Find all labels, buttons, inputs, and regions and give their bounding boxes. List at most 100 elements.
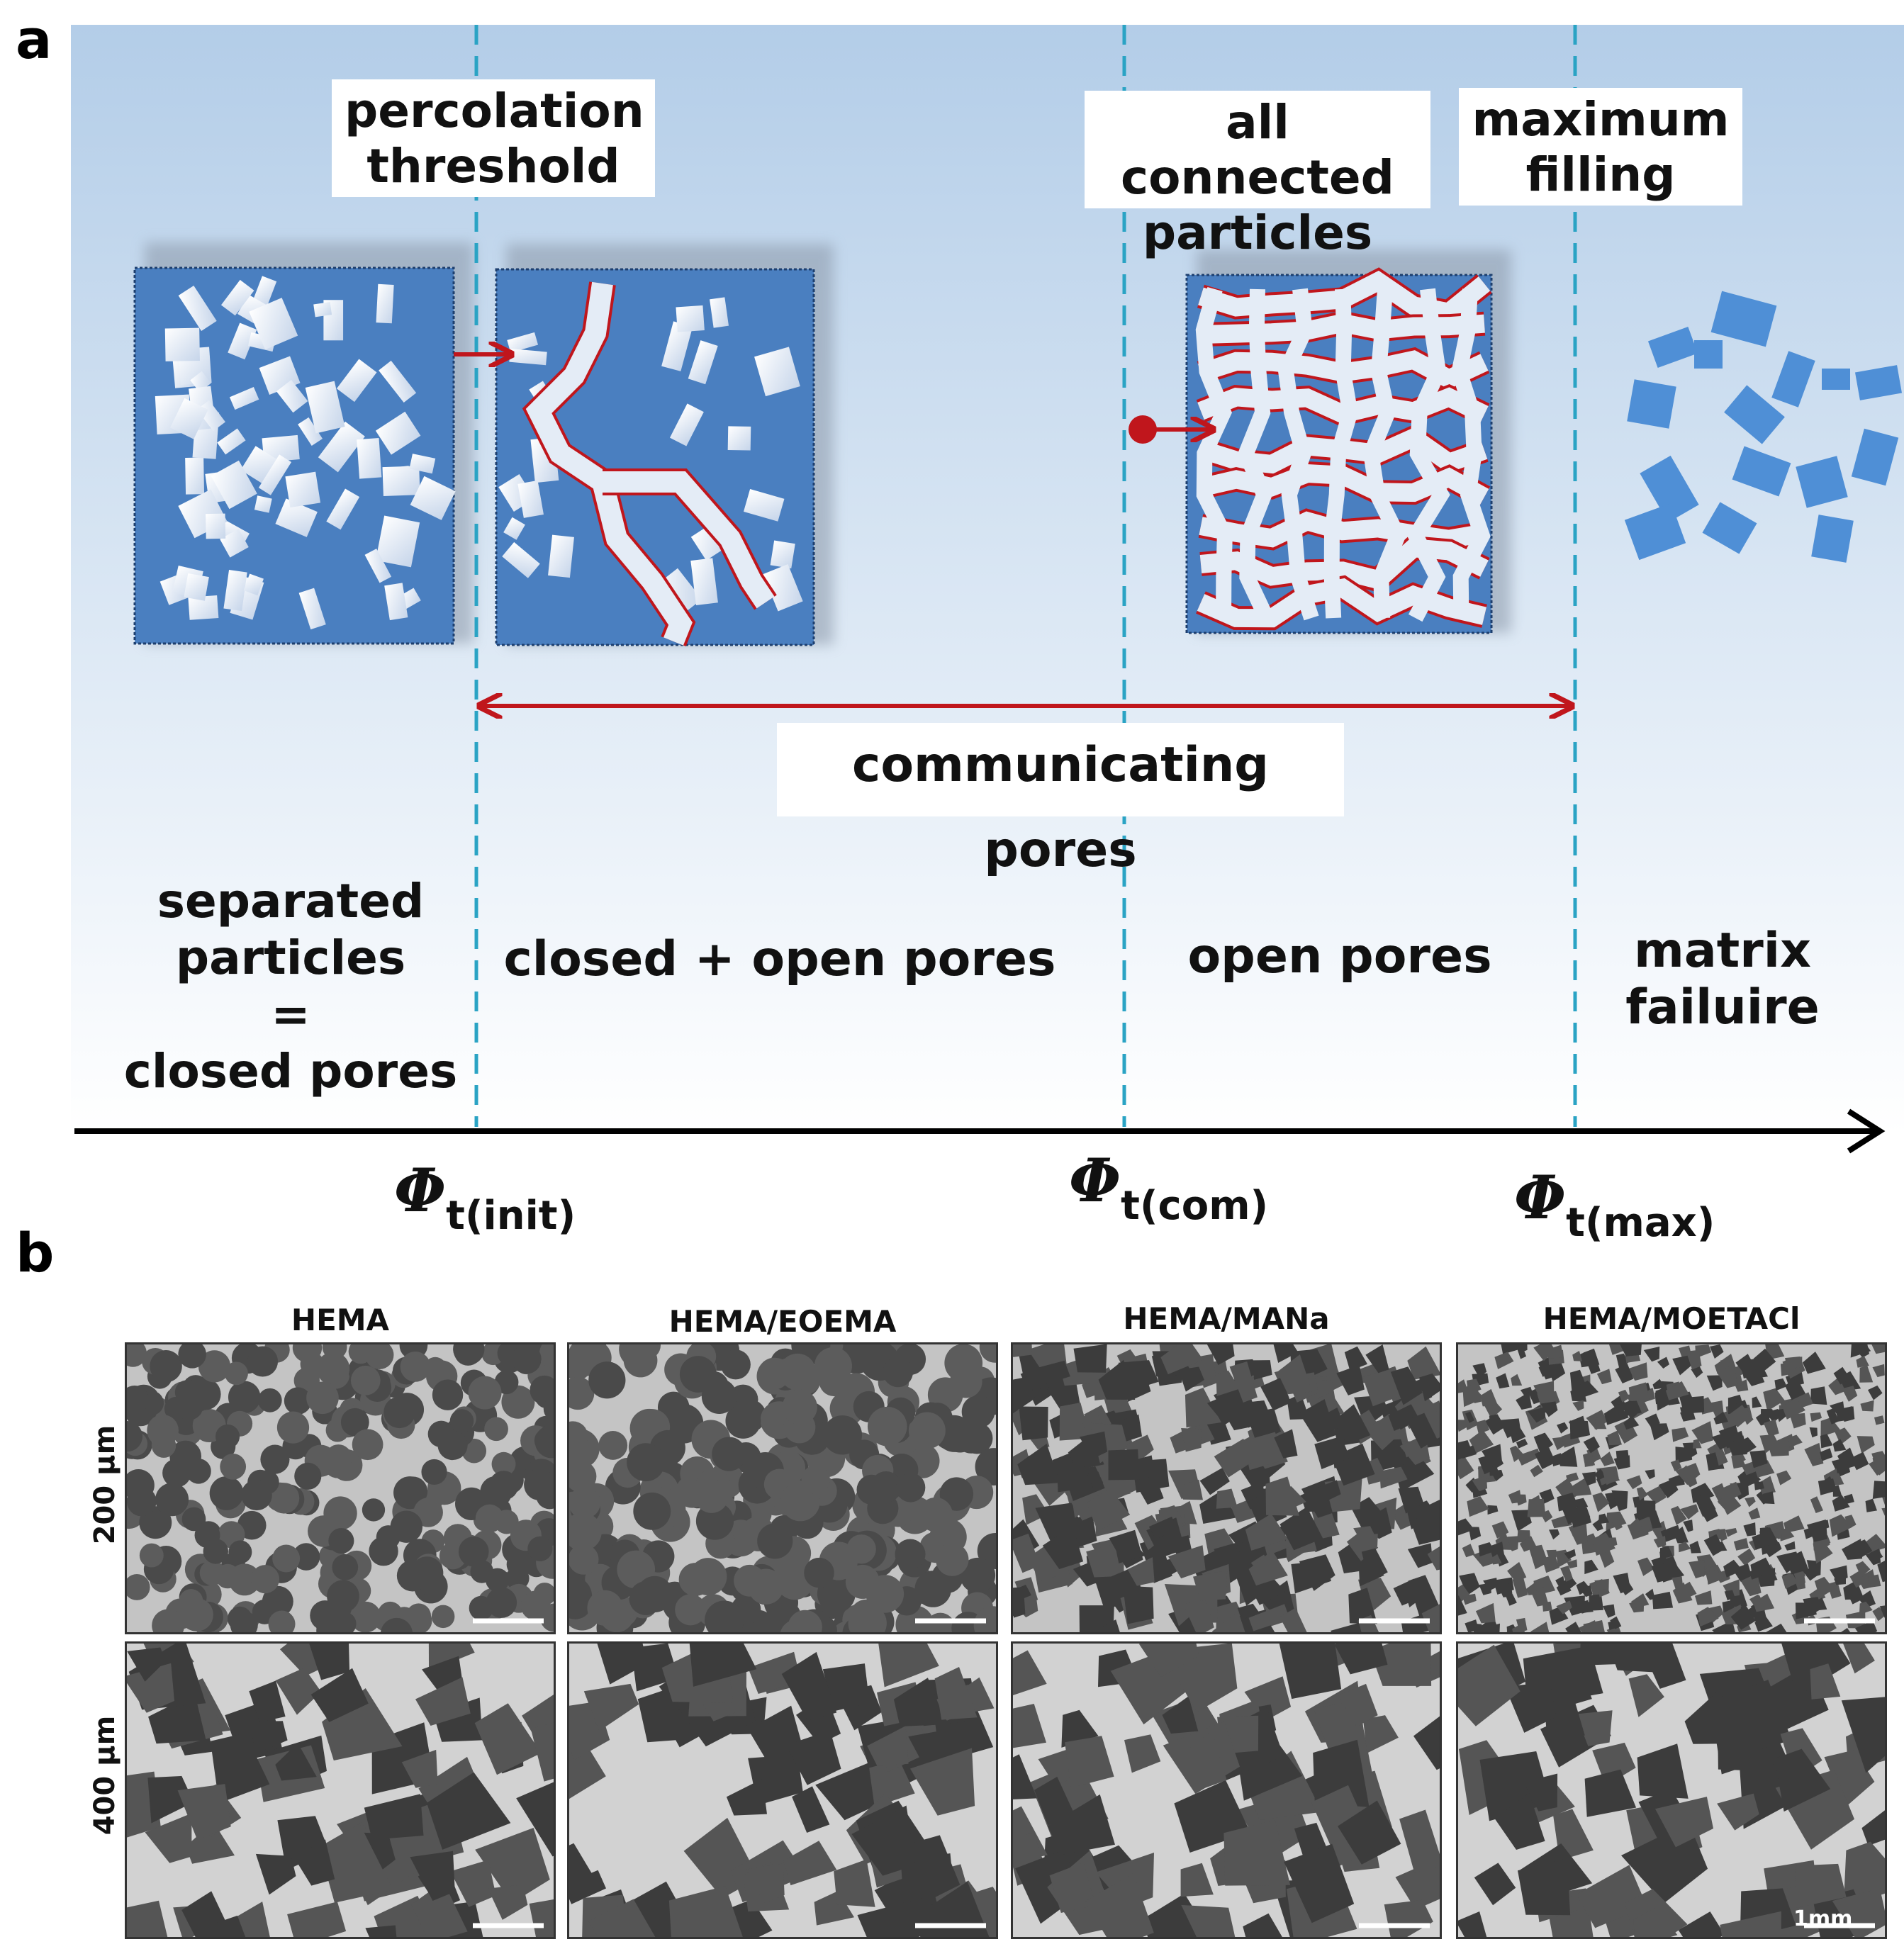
particle-blob	[944, 1344, 983, 1382]
particle	[298, 417, 323, 446]
column-header-hema-moetacl: HEMA/MOETACl	[1542, 1301, 1801, 1336]
particle-blob	[1511, 1374, 1523, 1386]
particle-blob	[147, 1415, 179, 1447]
region-separated-particles: separated particles = closed pores	[121, 873, 461, 1100]
particle-blob	[241, 1479, 272, 1511]
particle-blob	[1809, 1427, 1818, 1438]
particle-blob	[1583, 1349, 1601, 1374]
particle-blob	[678, 1563, 712, 1596]
label-line: all connected	[1121, 95, 1394, 205]
particle-blob	[1872, 1364, 1885, 1378]
particle-blob	[1584, 1559, 1598, 1575]
particle-blob	[1583, 1620, 1605, 1632]
particle-blob	[1204, 1528, 1235, 1558]
particle-blob	[782, 1389, 817, 1425]
particle-blob	[1273, 1344, 1299, 1363]
particle-blob	[1388, 1404, 1420, 1431]
particle-blob	[227, 1606, 252, 1631]
particle-blob	[1774, 1378, 1787, 1391]
particle-blob	[1245, 1513, 1288, 1551]
particle-blob	[1582, 1451, 1596, 1467]
particle-blob	[788, 1610, 822, 1632]
particle-blob	[725, 1403, 761, 1439]
particle-blob	[1621, 1822, 1708, 1904]
particle-blob	[1248, 1604, 1290, 1631]
particle-blob	[1214, 1439, 1256, 1478]
particle-blob	[1868, 1574, 1881, 1588]
network-channel	[1237, 288, 1274, 622]
particle-blob	[1813, 1520, 1830, 1532]
particle-blob	[1079, 1431, 1108, 1459]
particle-blob	[1702, 1508, 1718, 1522]
particle-blob	[1826, 1408, 1839, 1425]
particle-blob	[1124, 1734, 1161, 1773]
particle-blob	[633, 1492, 671, 1530]
particle-blob	[275, 1668, 322, 1715]
particle-blob	[1540, 1401, 1558, 1417]
particle-blob	[1398, 1486, 1424, 1514]
particle-blob	[1489, 1541, 1505, 1558]
particle-blob	[569, 1512, 602, 1551]
particle-blob	[1059, 1403, 1090, 1441]
particle-blob	[1185, 1388, 1221, 1428]
particle-blob	[1832, 1495, 1850, 1512]
particle-blob	[1611, 1490, 1628, 1512]
particle-blob	[1645, 1588, 1655, 1600]
particle-blob	[1810, 1412, 1822, 1422]
particle-blob	[1706, 1375, 1723, 1391]
micrograph-texture	[569, 1644, 996, 1937]
particle-blob	[1689, 1541, 1701, 1554]
particle-blob	[1479, 1583, 1491, 1595]
particle-blob	[127, 1573, 150, 1600]
particle-blob	[332, 1554, 359, 1580]
particle-blob	[1160, 1344, 1204, 1375]
particle-blob	[1279, 1607, 1307, 1632]
particle	[243, 573, 264, 596]
particle	[357, 438, 382, 479]
particle-blob	[1828, 1376, 1846, 1395]
particle-blob	[491, 1451, 516, 1476]
particle-blob	[1311, 1480, 1341, 1505]
particle-blob	[1672, 1582, 1693, 1604]
particle	[313, 302, 332, 318]
particle-blob	[1395, 1858, 1440, 1910]
particle-blob	[1637, 1557, 1654, 1576]
particle-blob	[1868, 1385, 1883, 1400]
particle-blob	[1618, 1579, 1634, 1595]
particle-blob	[1636, 1487, 1648, 1501]
particle-blob	[1465, 1477, 1479, 1493]
particle-blob	[1176, 1731, 1227, 1789]
particle	[262, 434, 300, 463]
particle-blob	[1472, 1363, 1487, 1377]
phi-subscript: t(init)	[446, 1193, 576, 1240]
region-line: particles	[175, 931, 406, 985]
particle-blob	[1825, 1476, 1835, 1486]
particle-blob	[1065, 1736, 1114, 1788]
particle-blob	[1627, 1408, 1637, 1420]
particle-blob	[597, 1644, 648, 1685]
particle-blob	[867, 1726, 909, 1766]
particle-blob	[1711, 1431, 1733, 1450]
particle	[249, 298, 298, 350]
particle-blob	[1535, 1447, 1556, 1469]
particle-blob	[319, 1824, 393, 1903]
particle-blob	[1633, 1907, 1678, 1937]
region-line: closed pores	[123, 1044, 458, 1099]
particle-blob	[1565, 1622, 1581, 1632]
particle-blob	[1370, 1644, 1432, 1686]
particle-blob	[1506, 1594, 1517, 1606]
micrograph-texture	[1013, 1644, 1440, 1937]
particle-blob	[1725, 1528, 1737, 1537]
particle-blob	[1745, 1497, 1756, 1507]
particle-blob	[1785, 1551, 1809, 1575]
particle	[217, 428, 246, 455]
particle-blob	[1427, 1546, 1440, 1571]
particle-blob	[1691, 1421, 1713, 1444]
particle-blob	[1743, 1363, 1763, 1383]
particle-blob	[127, 1486, 157, 1517]
particle	[206, 513, 226, 539]
particle-blob	[1229, 1361, 1258, 1403]
particle-blob	[1865, 1498, 1877, 1512]
particle-blob	[1637, 1743, 1689, 1799]
particle-blob	[748, 1568, 784, 1605]
